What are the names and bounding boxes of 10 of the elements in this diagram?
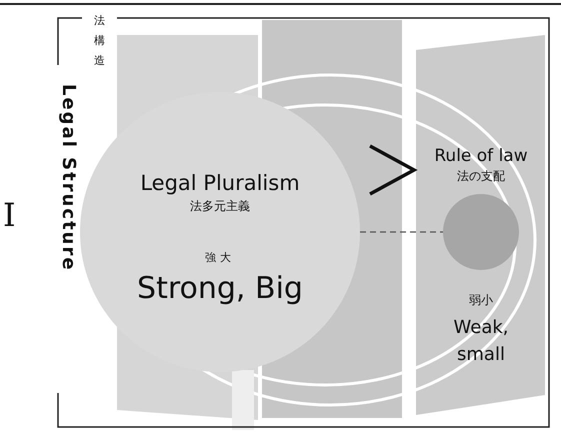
node-label: 法の支配 [456,170,506,184]
circle-text: Legal Pluralism [139,172,301,196]
circle-text: Strong, Big [136,272,304,305]
node-label: Weak, small [452,316,510,367]
dashed-line [360,231,443,233]
circle-text: 強大 [204,252,236,264]
node-label: Rule of law [433,147,529,166]
vertical-title: Legal Structure [58,84,78,272]
node-label: 弱小 [468,294,494,308]
circle-text: 法多元主義 [189,200,251,214]
